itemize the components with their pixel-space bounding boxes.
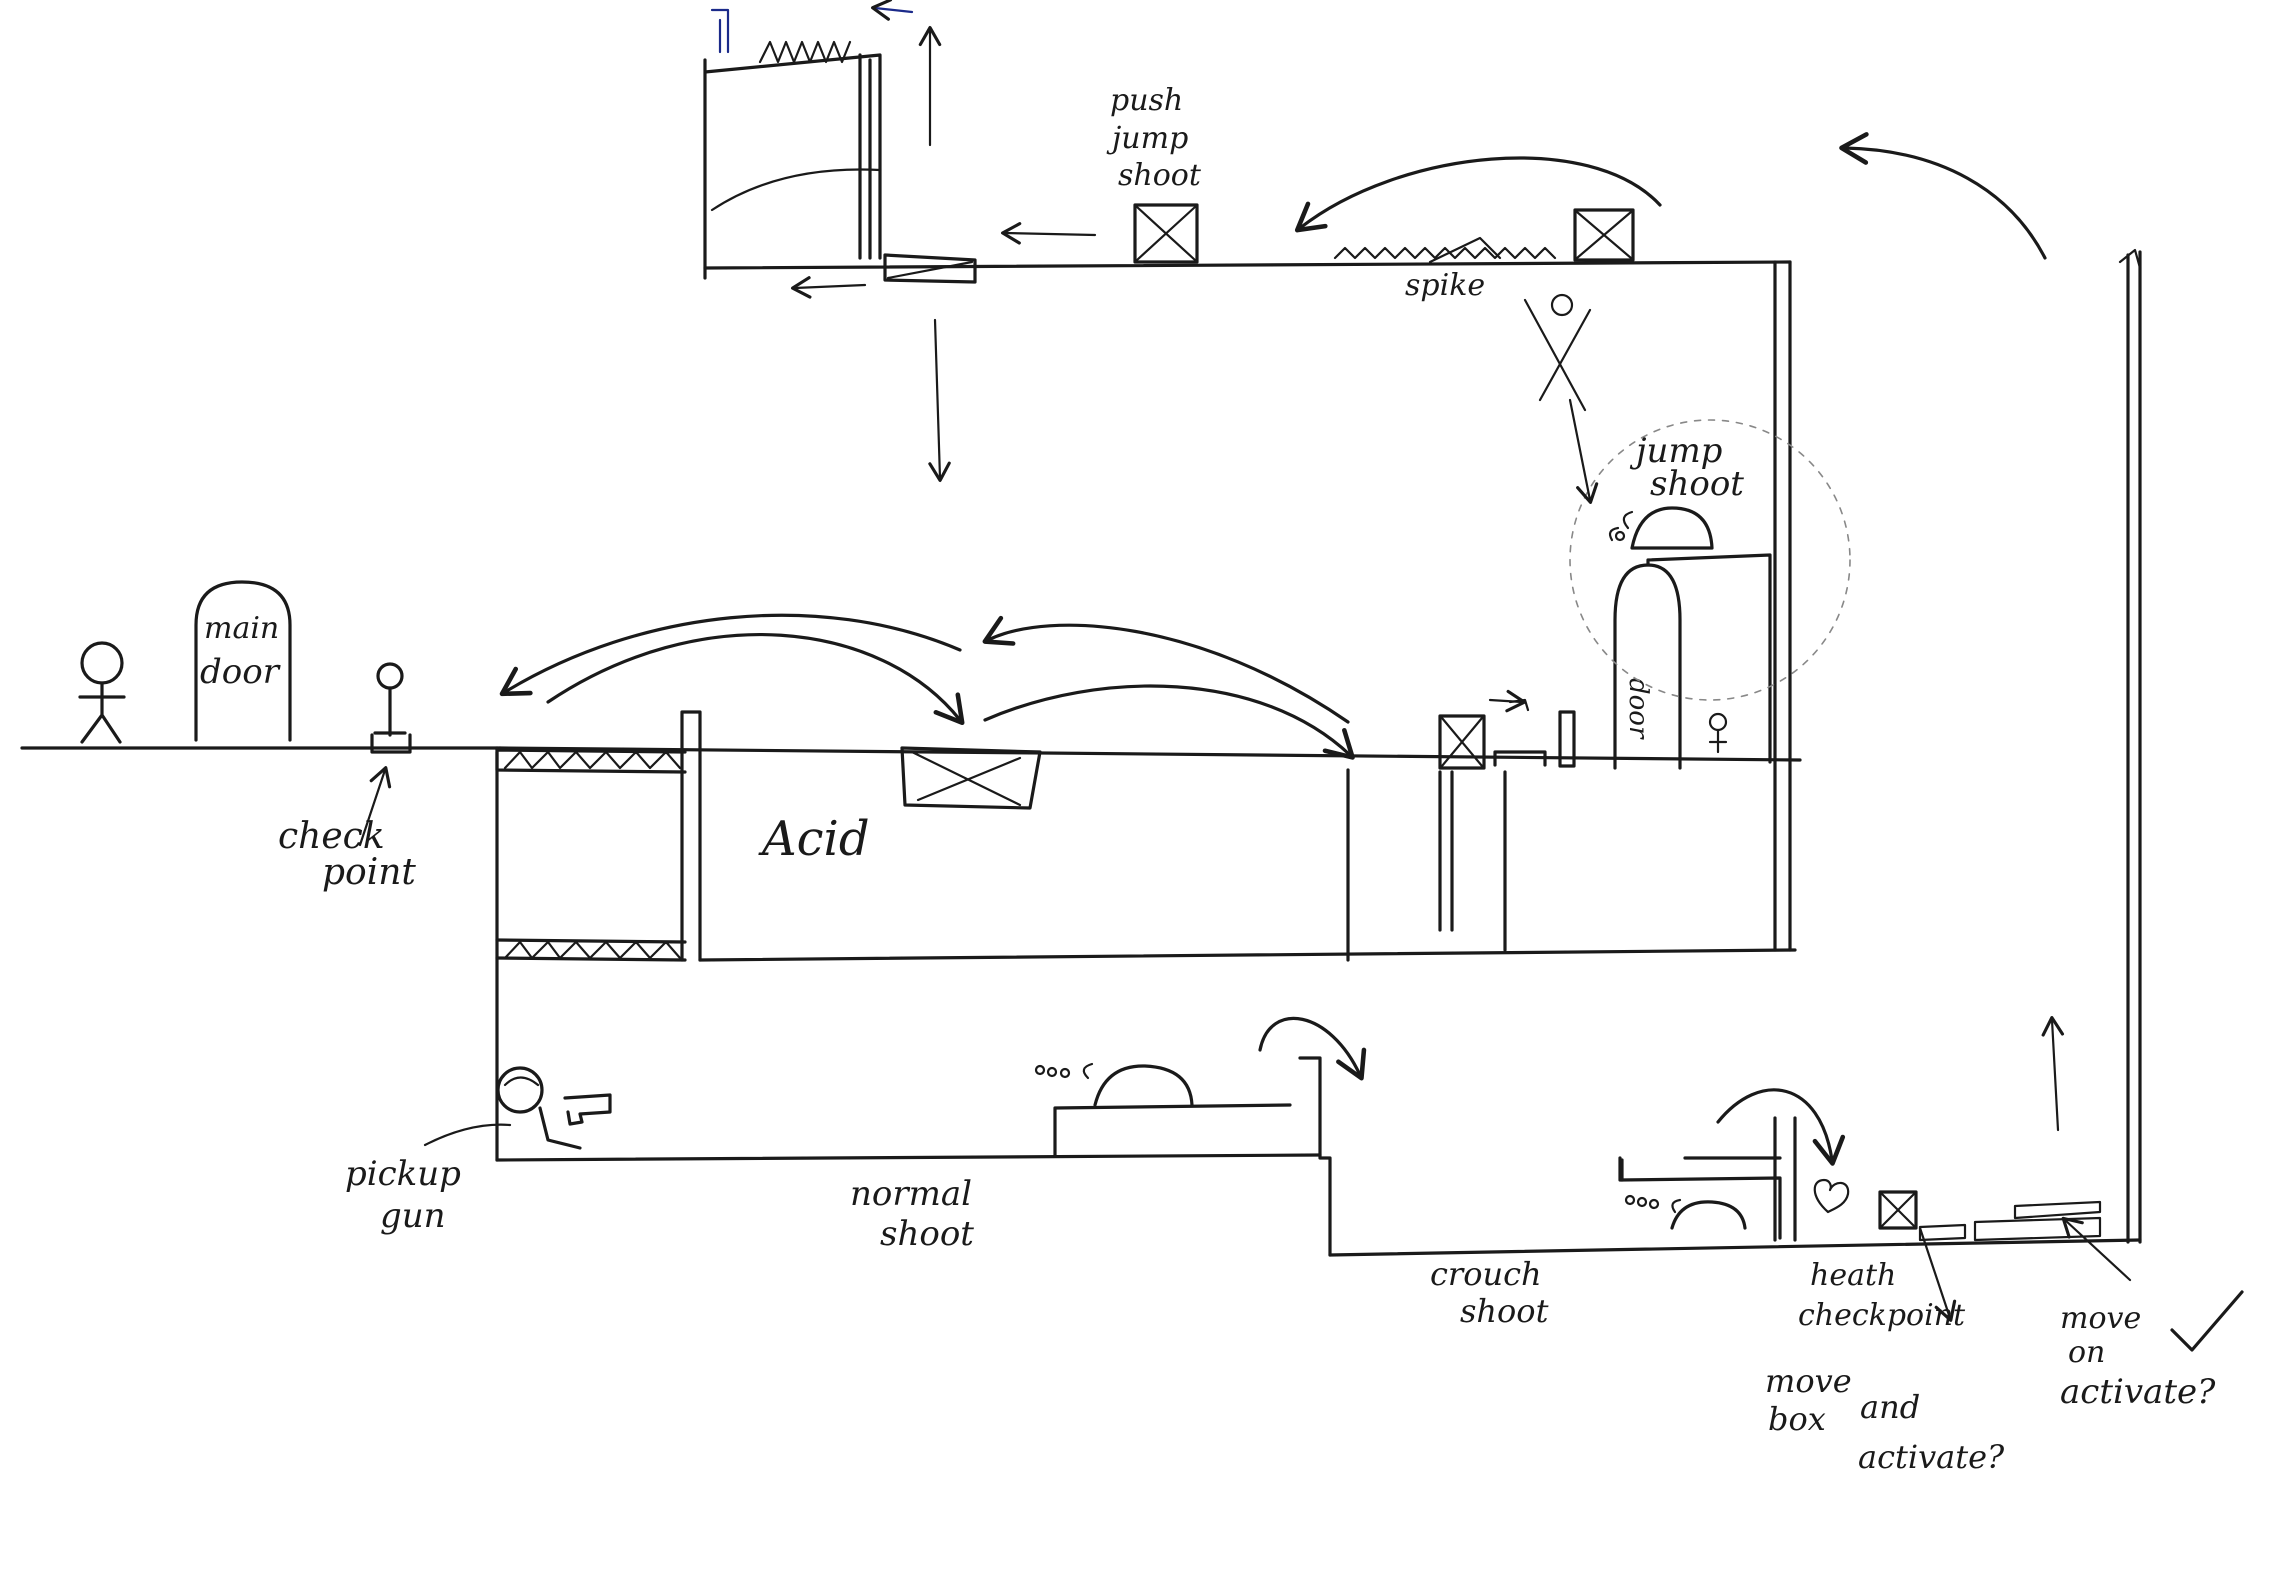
crossed-enemy <box>1525 295 1590 500</box>
normal-label: normal <box>850 1174 972 1214</box>
door-label: door <box>1623 678 1653 740</box>
main-door-label-2: door <box>200 652 281 692</box>
heart-icon <box>1815 1180 1848 1212</box>
gun-label: gun <box>380 1196 446 1236</box>
activate-label: activate? <box>1858 1438 2005 1476</box>
more-label: move <box>2060 1301 2141 1336</box>
push-label: push <box>1110 83 1183 118</box>
crouch-area: crouch shoot <box>1430 1090 1832 1330</box>
spike-row: spike <box>1335 238 1555 303</box>
jump-shoot-label-2: shoot <box>1650 464 1744 504</box>
health-label: heath <box>1810 1258 1896 1293</box>
normal-shoot-label: shoot <box>880 1214 974 1254</box>
shoot-label: shoot <box>1118 158 1202 193</box>
gun-icon <box>565 1095 610 1124</box>
check-point-label-2: point <box>322 852 416 893</box>
blob-enemy-icon-top: jump shoot <box>1570 420 1850 700</box>
crouch-label: crouch <box>1430 1255 1542 1293</box>
checkmark-icon <box>2172 1292 2242 1350</box>
crate-icon <box>902 748 1040 808</box>
health-checkpoint: heath checkpoint <box>1798 1180 1966 1333</box>
spike-label: spike <box>1405 268 1485 303</box>
box-label: box <box>1768 1400 1826 1438</box>
jump-arrows <box>505 615 1350 755</box>
activate-question-label: activate? <box>2060 1372 2216 1412</box>
move-on-activate-note: move on activate? <box>2060 1220 2242 1412</box>
push-box: push jump shoot <box>1106 83 1202 262</box>
lever-icon <box>1710 714 1726 752</box>
and-label: and <box>1860 1388 1920 1426</box>
main-door-label-1: main <box>204 611 279 646</box>
gun-pickup: pickup gun <box>345 1068 610 1236</box>
crate-icon-3 <box>1300 158 1660 260</box>
lower-level <box>497 1020 2140 1255</box>
main-door: main door <box>196 582 290 740</box>
top-right-curve <box>1845 148 2140 1242</box>
checkpoint-lever-icon: check point <box>278 664 416 893</box>
stick-figure-icon <box>80 643 124 742</box>
blob-enemy-icon: normal shoot <box>850 1018 1360 1254</box>
acid-pit-structure: Acid <box>497 262 1795 1160</box>
pickup-label: pickup <box>345 1154 461 1194</box>
checkpoint-label: checkpoint <box>1798 1298 1966 1333</box>
move-box-note: move box and activate? <box>1765 1362 2005 1476</box>
on-label: on <box>2068 1335 2105 1370</box>
acid-label: Acid <box>758 811 870 867</box>
check-point-label-1: check <box>278 816 385 857</box>
upper-platform <box>705 8 1790 478</box>
crouch-shoot-label: shoot <box>1460 1292 1549 1330</box>
locked-door: door <box>1615 555 1770 768</box>
move-label: move <box>1765 1362 1852 1400</box>
jump-label: jump <box>1106 121 1188 156</box>
